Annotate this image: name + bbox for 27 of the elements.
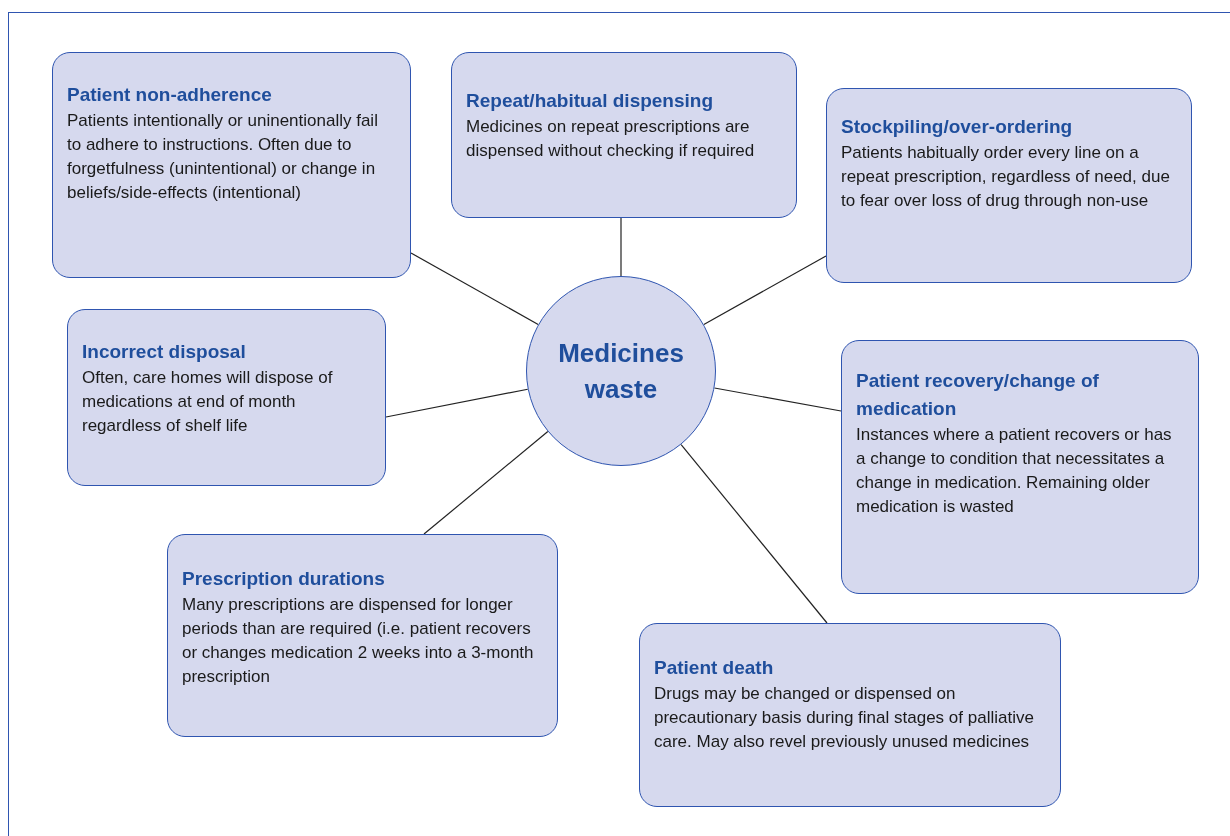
box-heading: Prescription durations <box>182 567 386 591</box>
connector-line <box>410 252 539 326</box>
box-heading: Stockpiling/over-ordering <box>841 115 1074 139</box>
box-heading: Patient death <box>654 656 775 680</box>
box-description: Medicines on repeat prescriptions are dispensed without checking if required <box>466 116 756 162</box>
cause-box <box>67 309 386 486</box>
connector-line <box>680 443 828 624</box>
box-description: Patients intentionally or uninentionally fail to adhere to instructions. Often due to forgetfulness (unintentional) or change in beliefs/side-effects (intentional) <box>67 110 379 204</box>
box-description: Many prescriptions are dispensed for longer periods than are required (i.e. patient recovers or changes medication 2 weeks into a 3-month prescription <box>182 594 535 688</box>
box-description: Often, care homes will dispose of medications at end of month regardless of shelf life <box>82 367 334 437</box>
cause-box <box>52 52 411 278</box>
box-description: Patients habitually order every line on a repeat prescription, regardless of need, due to fear over loss of drug through non-use <box>841 142 1171 212</box>
cause-box <box>826 88 1192 283</box>
box-description: Instances where a patient recovers or has a change to condition that necessitates a change in medication. Remaining older medication is wasted <box>856 424 1173 518</box>
cause-box <box>639 623 1061 807</box>
cause-box <box>451 52 797 218</box>
box-heading: Patient recovery/change of medication <box>856 369 1100 421</box>
connector-line <box>703 255 827 326</box>
box-heading: Incorrect disposal <box>82 340 247 364</box>
connector-line <box>620 217 622 277</box>
cause-box <box>167 534 558 737</box>
center-title: Medicines waste <box>557 337 685 406</box>
box-heading: Patient non-adherence <box>67 83 273 107</box>
connector-line <box>423 430 549 535</box>
box-description: Drugs may be changed or dispensed on precautionary basis during final stages of palliative care. May also revel previously unused medicines <box>654 683 1035 753</box>
box-heading: Repeat/habitual dispensing <box>466 89 715 113</box>
cause-box <box>841 340 1199 594</box>
